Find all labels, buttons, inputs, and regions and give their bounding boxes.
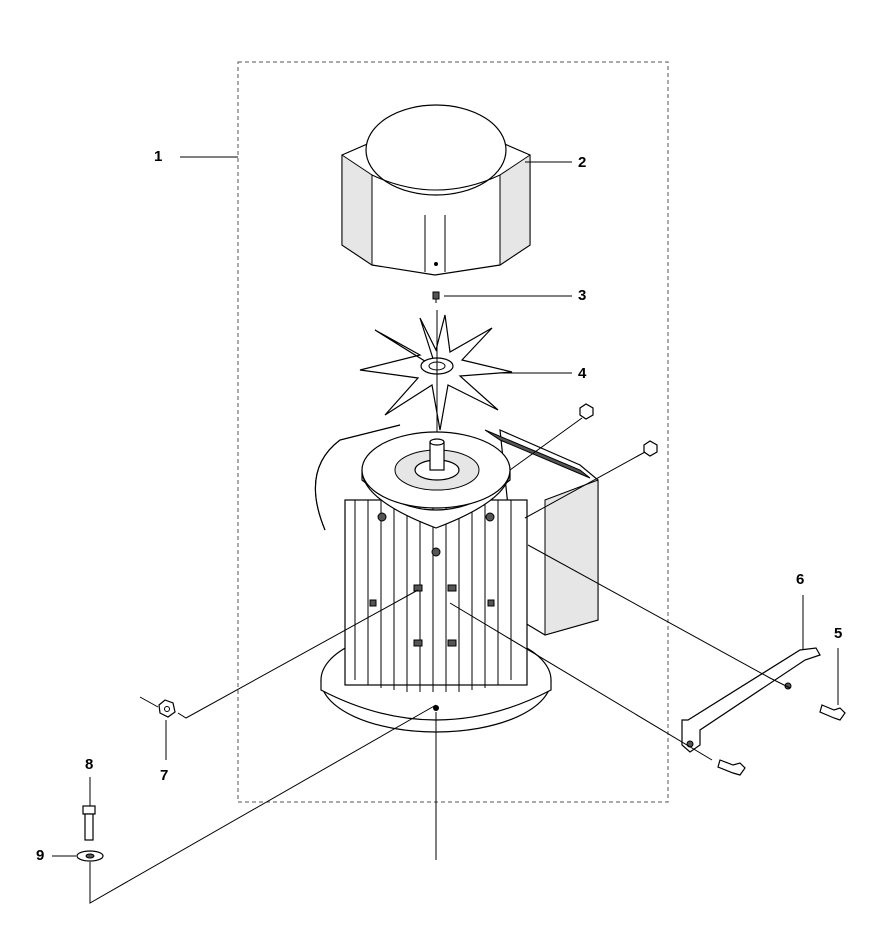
terminal-nuts	[579, 403, 658, 457]
callout-3: 3	[578, 287, 587, 304]
callout-9: 9	[36, 847, 45, 864]
mounting-washer	[76, 850, 104, 862]
callout-8: 8	[85, 756, 94, 773]
cooling-fan	[359, 310, 513, 440]
fin-clips	[369, 584, 495, 647]
assembly-boundary	[237, 61, 669, 803]
leader-lines	[52, 156, 839, 904]
callout-4: 4	[578, 365, 587, 382]
callout-1: 1	[154, 148, 163, 165]
cover-screw	[432, 291, 440, 303]
callout-5: 5	[834, 625, 843, 642]
motor-cover	[341, 104, 531, 276]
base-nut	[158, 699, 176, 718]
support-bracket	[681, 647, 821, 753]
cooling-fins	[354, 500, 512, 692]
motor-body	[314, 424, 599, 733]
mounting-bolt	[82, 805, 96, 841]
callout-7: 7	[160, 767, 169, 784]
callout-2: 2	[578, 154, 587, 171]
callout-6: 6	[796, 571, 805, 588]
bracket-bolts	[717, 704, 846, 776]
